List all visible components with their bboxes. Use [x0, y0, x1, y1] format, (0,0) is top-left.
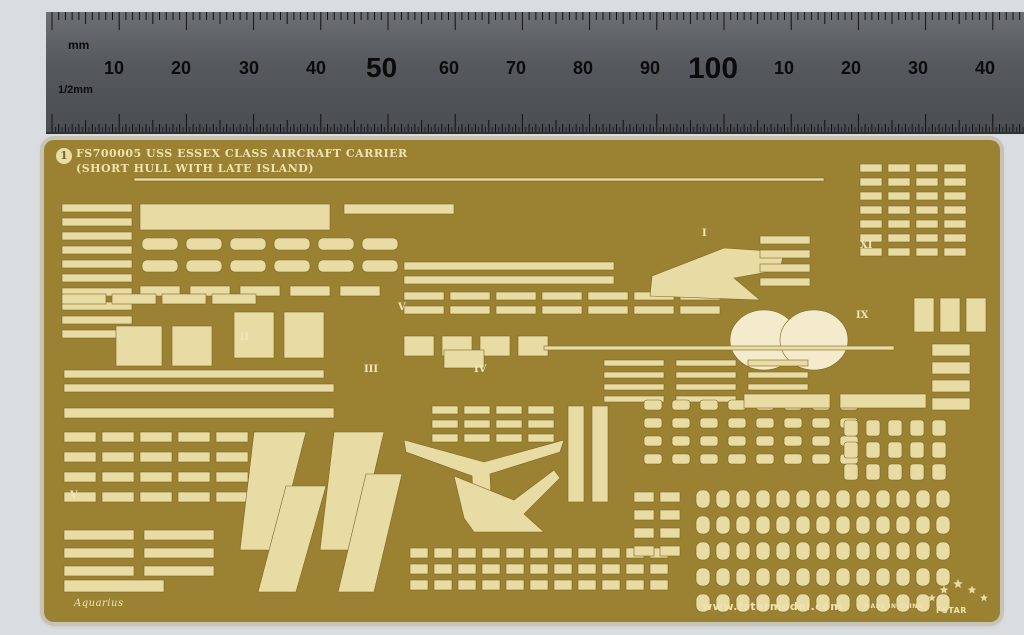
made-in-label: MADE IN CHINA	[864, 603, 923, 610]
ruler-tick-marks	[51, 12, 1024, 132]
star-icon	[953, 579, 963, 588]
ruler-number-110: 10	[774, 58, 795, 78]
sheet-number-badge: 1	[56, 148, 72, 164]
etched-part-shapes	[61, 163, 987, 613]
ruler-number-90: 90	[640, 58, 661, 78]
aquarius-label: Aquarius	[74, 598, 124, 609]
part-label-i: I	[702, 228, 707, 239]
ruler-half-unit-label: 1/2mm	[58, 84, 93, 96]
part-label-iii: III	[364, 364, 379, 375]
sheet-title: FS700005 USS ESSEX CLASS AIRCRAFT CARRIE…	[76, 147, 408, 160]
ruler-ticks	[51, 12, 1024, 132]
ruler-number-130: 30	[908, 58, 929, 78]
photo-etch-fret: 1 FS700005 USS ESSEX CLASS AIRCRAFT CARR…	[44, 140, 1000, 622]
ruler-number-10: 10	[104, 58, 125, 78]
ruler-number-60: 60	[439, 58, 460, 78]
brand-stars-icon	[928, 579, 988, 602]
part-label-v-left: V	[70, 490, 78, 501]
star-icon	[980, 594, 988, 602]
steel-ruler: mm 1/2mm 10 20 30 40 50 60 70 80 90 100 …	[46, 12, 1024, 134]
brand-label: FSTAR	[936, 606, 967, 615]
ruler-number-40: 40	[306, 58, 327, 78]
star-icon	[928, 594, 936, 602]
part-label-v-top: V	[398, 302, 406, 313]
ruler-number-30: 30	[239, 58, 260, 78]
sheet-subtitle: (SHORT HULL WITH LATE ISLAND)	[76, 162, 315, 175]
part-label-iv: IV	[474, 364, 487, 375]
website-label: www.fstarmodel.com	[702, 600, 843, 613]
part-label-ix: IX	[856, 310, 869, 321]
ruler-number-50: 50	[366, 52, 398, 83]
ruler-number-80: 80	[573, 58, 594, 78]
ruler-number-140: 40	[975, 58, 996, 78]
ruler-number-20: 20	[171, 58, 192, 78]
ruler-unit-label: mm	[68, 38, 90, 52]
star-icon	[967, 585, 977, 594]
ruler-number-70: 70	[506, 58, 527, 78]
etched-parts	[61, 163, 987, 613]
ruler-number-100: 100	[688, 52, 739, 85]
ruler-number-120: 20	[841, 58, 862, 78]
part-label-ii: II	[240, 332, 250, 343]
star-icon	[939, 585, 949, 594]
part-label-xi: XI	[860, 240, 873, 251]
